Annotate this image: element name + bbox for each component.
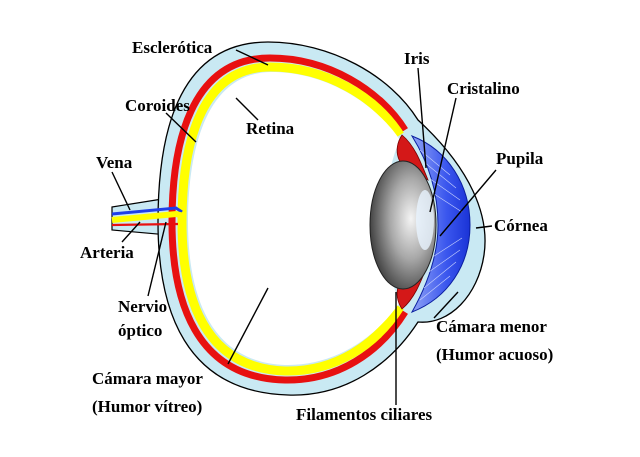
label-camara-mayor-line2: (Humor vítreo) [92, 397, 202, 416]
iris-fibers [419, 149, 463, 301]
choroid [168, 54, 408, 384]
label-camara-mayor-line1: Cámara mayor [92, 369, 203, 388]
label-cristalino: Cristalino [447, 79, 520, 98]
label-esclerotica: Esclerótica [132, 38, 213, 57]
label-camara-menor-line1: Cámara menor [436, 317, 547, 336]
label-pupila: Pupila [496, 149, 544, 168]
label-coroides: Coroides [125, 96, 190, 115]
vitreous-chamber [188, 72, 400, 366]
iris-cornea [410, 134, 471, 313]
label-nervio-line2: óptico [118, 321, 162, 340]
vena-vessel [111, 206, 183, 216]
lens [369, 160, 437, 290]
arteria-vessel [111, 210, 185, 223]
label-iris: Iris [404, 49, 430, 68]
lens-highlight [416, 190, 434, 250]
leader-lines [111, 49, 497, 405]
label-vena: Vena [96, 153, 133, 172]
label-cornea: Córnea [494, 216, 548, 235]
label-filamentos-ciliares: Filamentos ciliares [296, 405, 433, 424]
label-camara-menor-line2: (Humor acuoso) [436, 345, 553, 364]
retina [177, 62, 404, 376]
label-retina: Retina [246, 119, 295, 138]
label-arteria: Arteria [80, 243, 134, 262]
arteria-vessel-lower [111, 222, 179, 227]
label-nervio-line1: Nervio [118, 297, 167, 316]
